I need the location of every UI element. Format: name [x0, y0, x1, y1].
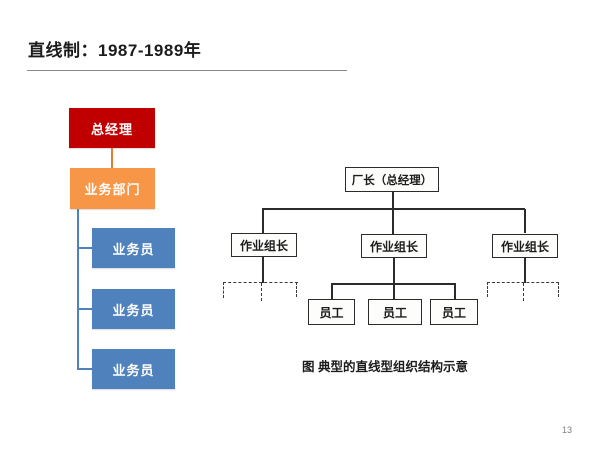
figure-box-factory-director: 厂长（总经理） [345, 167, 439, 192]
figure-dashed-left-drop-1 [223, 282, 224, 298]
figure-line-drop-left [262, 209, 264, 233]
figure-box-team-leader-3: 作业组长 [492, 234, 558, 258]
figure-caption: 图 典型的直线型组织结构示意 [302, 360, 468, 374]
figure-dashed-right-horizontal [487, 282, 559, 283]
figure-dashed-right-drop-3 [558, 282, 559, 297]
figure-box-team-leader-2: 作业组长 [361, 234, 427, 258]
figure-dashed-right-drop-2 [523, 283, 524, 301]
connector-root-to-department [111, 148, 113, 168]
figure-box-employee-3: 员工 [430, 299, 478, 325]
org-box-salesperson-1: 业务员 [92, 228, 175, 268]
figure-line-below-leader-2 [393, 258, 395, 299]
figure-line-employee-drop-left [331, 284, 333, 299]
org-box-salesperson-2: 业务员 [92, 289, 175, 329]
connector-stub-staff-2 [79, 308, 93, 310]
figure-box-employee-2: 员工 [368, 299, 422, 325]
figure-line-employee-horizontal [331, 283, 456, 285]
figure-line-main-horizontal [262, 208, 525, 210]
figure-line-below-leader-3 [524, 258, 526, 283]
page-number: 13 [562, 425, 573, 435]
figure-line-below-leader-1 [262, 257, 264, 283]
connector-department-trunk [77, 209, 79, 370]
org-box-business-department: 业务部门 [70, 168, 155, 209]
figure-line-root-drop [392, 192, 394, 208]
figure-box-team-leader-1: 作业组长 [231, 233, 297, 257]
title-underline [27, 70, 347, 71]
connector-stub-staff-1 [79, 247, 93, 249]
figure-dashed-left-drop-2 [261, 283, 262, 301]
figure-line-drop-center [392, 209, 394, 234]
org-box-salesperson-3: 业务员 [92, 349, 175, 389]
page-title: 直线制：1987-1989年 [28, 41, 202, 60]
figure-line-drop-right [524, 209, 526, 233]
figure-line-employee-drop-right [454, 284, 456, 299]
figure-box-employee-1: 员工 [308, 299, 355, 325]
connector-stub-staff-3 [79, 368, 93, 370]
figure-dashed-left-horizontal [223, 282, 298, 283]
figure-dashed-right-drop-1 [487, 282, 488, 297]
figure-dashed-left-drop-3 [296, 282, 297, 297]
org-box-general-manager: 总经理 [69, 108, 155, 148]
